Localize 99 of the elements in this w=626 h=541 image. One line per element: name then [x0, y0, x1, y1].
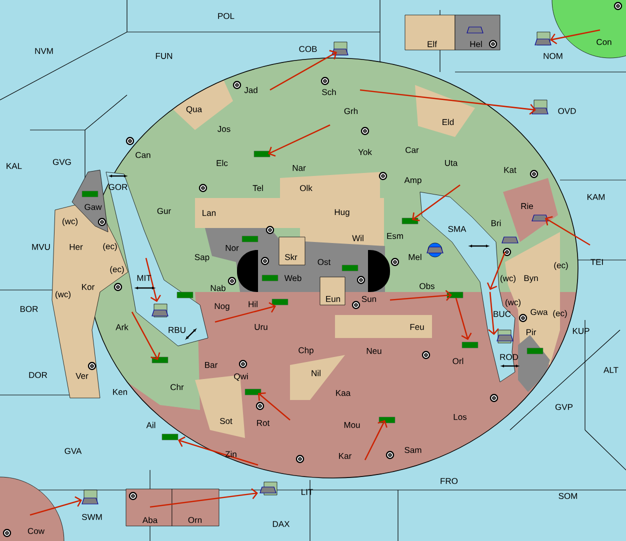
region-label: Web — [284, 274, 302, 282]
region-label: Gwa — [530, 309, 548, 315]
region-label: Qua — [186, 106, 202, 114]
region-label: Byn — [524, 275, 538, 283]
region-label: Uru — [254, 324, 268, 330]
coast-label: (wc) — [62, 218, 78, 226]
region-label: Mel — [408, 254, 422, 260]
region-label: Ken — [113, 389, 127, 395]
region-label: Lan — [202, 210, 216, 216]
coast-label: (wc) — [56, 291, 70, 299]
region-label: COB — [299, 46, 317, 52]
region-label: Jos — [218, 126, 230, 132]
region-label: Eld — [442, 118, 454, 126]
region-label: SMA — [448, 226, 466, 232]
region-label: OVD — [558, 108, 576, 114]
region-label: NVM — [35, 48, 53, 54]
region-label: Gur — [157, 208, 171, 214]
region-label: POL — [218, 13, 234, 19]
region-label: Jad — [244, 86, 258, 94]
region-label: Esm — [387, 233, 403, 239]
region-label: Los — [454, 414, 467, 420]
region-label: Mou — [344, 422, 360, 428]
region-label: Qwi — [234, 373, 248, 381]
region-label: Amp — [404, 177, 422, 185]
region-label: Sun — [362, 296, 376, 302]
region-label: Orn — [188, 517, 202, 523]
region-label: Sch — [322, 88, 336, 96]
region-label: Eun — [326, 296, 340, 302]
region-label: BUC — [494, 311, 511, 317]
region-label: Obs — [420, 282, 434, 290]
region-label: Car — [406, 147, 419, 153]
region-label: Gaw — [84, 204, 102, 210]
coast-label: (ec) — [103, 243, 117, 251]
region-label: Elf — [428, 40, 437, 48]
region-label: Kat — [504, 167, 516, 173]
region-label: Chp — [298, 347, 314, 355]
region-label: Yok — [358, 148, 372, 156]
region-label: Elc — [216, 160, 228, 166]
region-label: Bri — [492, 220, 501, 226]
region-label: Hug — [334, 209, 350, 217]
region-label: Her — [70, 244, 83, 250]
region-label: KAM — [588, 194, 605, 200]
region-label: Nor — [226, 245, 239, 251]
coast-label: (wc) — [506, 299, 520, 307]
region-label: GVP — [555, 404, 573, 410]
region-label: Nil — [312, 370, 320, 376]
region-label: NOM — [544, 53, 562, 59]
region-label: GVG — [52, 159, 71, 165]
region-label: Nog — [214, 303, 230, 311]
region-label: Bar — [205, 362, 218, 368]
region-label: SWM — [82, 514, 102, 520]
region-label: Hel — [470, 40, 482, 48]
region-label: FRO — [440, 478, 458, 484]
region-label: Kor — [82, 284, 94, 290]
region-label: Cow — [28, 528, 45, 534]
region-label: Con — [596, 39, 612, 45]
coast-label: (ec) — [110, 266, 124, 274]
region-label: Feu — [410, 324, 424, 330]
region-label: Can — [136, 152, 150, 158]
region-label: Grh — [344, 108, 358, 114]
region-label: FUN — [156, 53, 172, 59]
region-label: MVU — [32, 244, 50, 250]
region-label: RBU — [168, 327, 186, 333]
region-label: Sot — [220, 418, 232, 424]
region-label: DOR — [29, 372, 48, 378]
region-label: Hil — [248, 300, 258, 308]
region-label: Ark — [116, 324, 128, 330]
coast-label: (ec) — [554, 262, 568, 270]
region-label: Sam — [404, 447, 422, 453]
region-label: Aba — [142, 516, 158, 524]
region-label: Uta — [445, 160, 458, 166]
region-label: BOR — [20, 306, 38, 312]
region-label: Kaa — [336, 390, 351, 396]
region-label: Sap — [194, 254, 210, 262]
region-label: DAX — [272, 521, 290, 527]
region-label: Neu — [366, 348, 382, 354]
coast-label: (ec) — [553, 310, 567, 318]
region-label: ALT — [604, 367, 618, 373]
region-label: GVA — [64, 448, 82, 454]
region-label: Rot — [257, 420, 270, 426]
region-label: Tel — [252, 184, 263, 192]
region-label: Rie — [521, 202, 533, 210]
region-label: Pir — [526, 328, 536, 336]
region-label: Skr — [285, 254, 298, 260]
region-label: Wil — [352, 234, 364, 242]
region-label: Nab — [210, 284, 226, 292]
region-label: Nar — [292, 165, 306, 171]
region-label: Orl — [452, 358, 464, 364]
region-label: KAL — [6, 163, 22, 169]
region-label: Zin — [225, 450, 236, 458]
coast-label: (wc) — [500, 275, 516, 283]
region-label: Kar — [339, 453, 352, 459]
region-label: Chr — [170, 384, 184, 390]
region-label: SOM — [558, 493, 577, 499]
region-label: Olk — [300, 184, 312, 192]
region-label: Ver — [76, 373, 88, 379]
region-label: Ost — [318, 259, 331, 265]
region-label: Ail — [146, 422, 156, 428]
region-label: TEI — [590, 259, 603, 265]
